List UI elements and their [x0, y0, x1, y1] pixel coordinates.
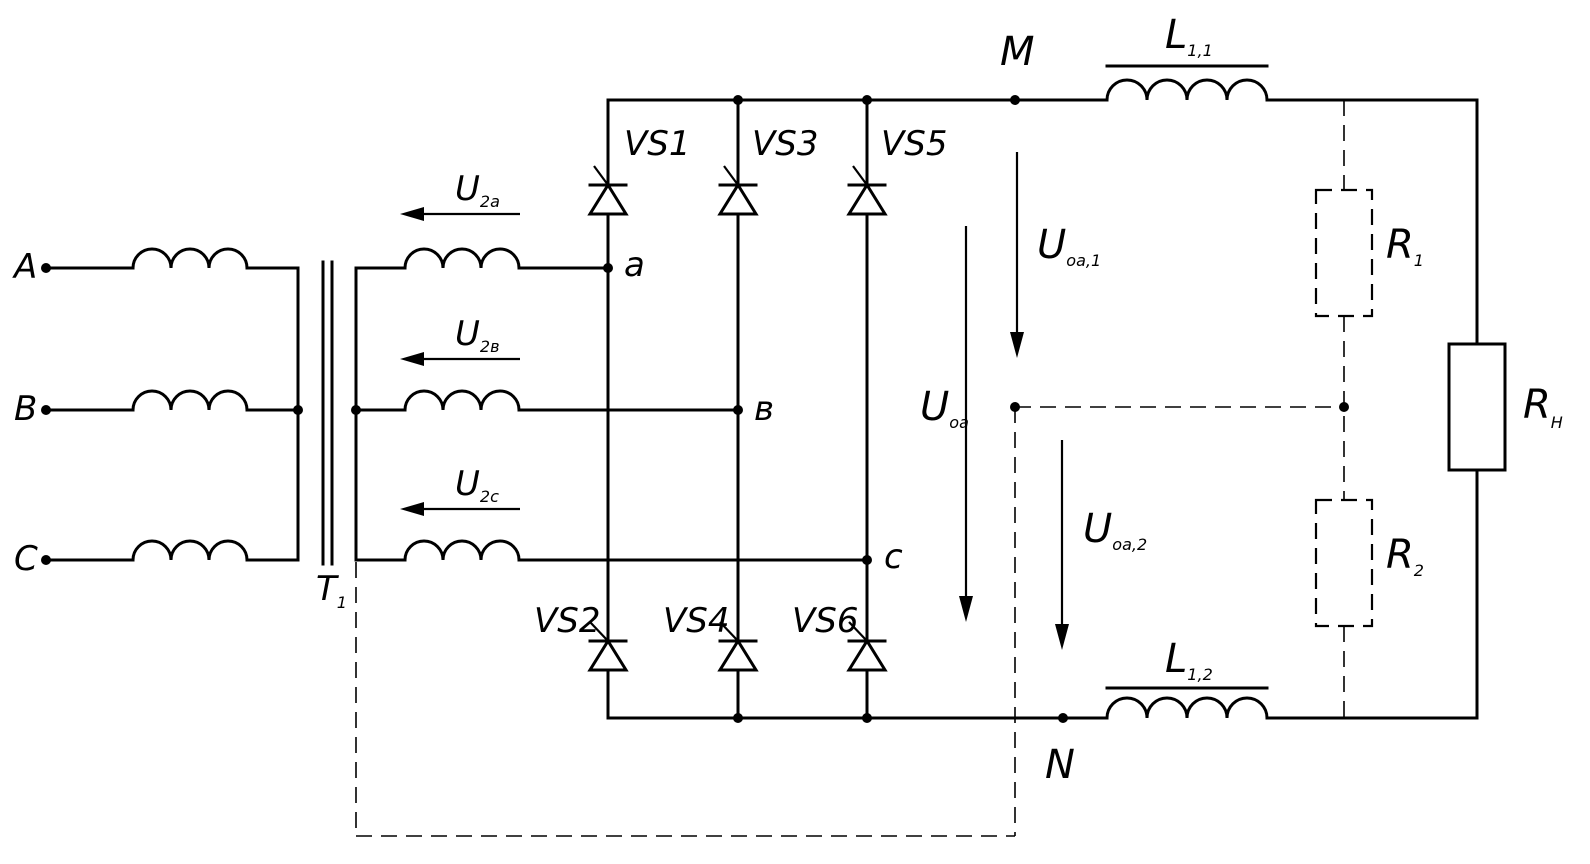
- node-b-dot: [733, 405, 743, 415]
- node-a-label: a: [624, 245, 645, 285]
- u2b-label: U2в: [455, 314, 500, 356]
- primary-star-point: [293, 405, 303, 415]
- u2a-label: U2a: [455, 169, 500, 211]
- thyristor-vs4: [717, 621, 759, 672]
- vs2-label: VS2: [534, 601, 600, 641]
- node-n-dot: [1058, 713, 1068, 723]
- thyristor-vs2: [587, 621, 629, 672]
- vs5-label: VS5: [881, 124, 947, 164]
- vs1-label: VS1: [624, 124, 690, 164]
- node-m-dot: [1010, 95, 1020, 105]
- load-resistor: [1447, 342, 1507, 472]
- terminal-c-label: C: [14, 539, 38, 579]
- u2c-label: U2c: [455, 464, 499, 506]
- junction-bottom-1: [733, 713, 743, 723]
- r2-label: R2: [1386, 532, 1424, 580]
- terminal-a: [41, 263, 51, 273]
- l11-label: L1,1: [1165, 12, 1213, 60]
- load-wiring: [1265, 98, 1479, 720]
- node-c-label: c: [884, 537, 903, 577]
- inductor-l11: [1105, 64, 1269, 101]
- thyristor-vs5: [846, 165, 888, 216]
- vs4-label: VS4: [663, 601, 729, 641]
- terminal-b-label: B: [14, 389, 37, 429]
- secondary-voltage-arrows: [400, 207, 520, 516]
- primary-windings: [44, 247, 300, 562]
- thyristor-vs1: [587, 165, 629, 216]
- thyristor-vs3: [717, 165, 759, 216]
- inductor-l12: [1105, 686, 1269, 719]
- node-n-label: N: [1045, 742, 1075, 788]
- terminal-b: [41, 405, 51, 415]
- uoa-label: Uoa: [920, 384, 969, 432]
- divider-midpoint: [1339, 402, 1349, 412]
- midpoint-node: [1010, 402, 1020, 412]
- junction-bottom-2: [862, 713, 872, 723]
- rh-label: RH: [1523, 382, 1563, 432]
- vs6-label: VS6: [792, 601, 858, 641]
- output-voltage-arrows: [959, 152, 1069, 650]
- thyristor-vs6: [846, 621, 888, 672]
- uoa2-label: Uoa,2: [1083, 506, 1147, 554]
- terminal-c: [41, 555, 51, 565]
- junction-top-1: [733, 95, 743, 105]
- vs3-label: VS3: [752, 124, 818, 164]
- l12-label: L1,2: [1165, 636, 1213, 684]
- secondary-star-point: [351, 405, 361, 415]
- transformer-label: T1: [316, 569, 347, 612]
- junction-top-2: [862, 95, 872, 105]
- secondary-windings: [354, 247, 869, 562]
- r1-label: R1: [1386, 222, 1424, 270]
- node-m-label: M: [1000, 29, 1035, 75]
- node-c-dot: [862, 555, 872, 565]
- node-b-label: в: [754, 389, 774, 429]
- voltage-divider: [355, 100, 1374, 837]
- terminal-a-label: A: [12, 247, 37, 287]
- node-a-dot: [603, 263, 613, 273]
- uoa1-label: Uoa,1: [1037, 222, 1101, 270]
